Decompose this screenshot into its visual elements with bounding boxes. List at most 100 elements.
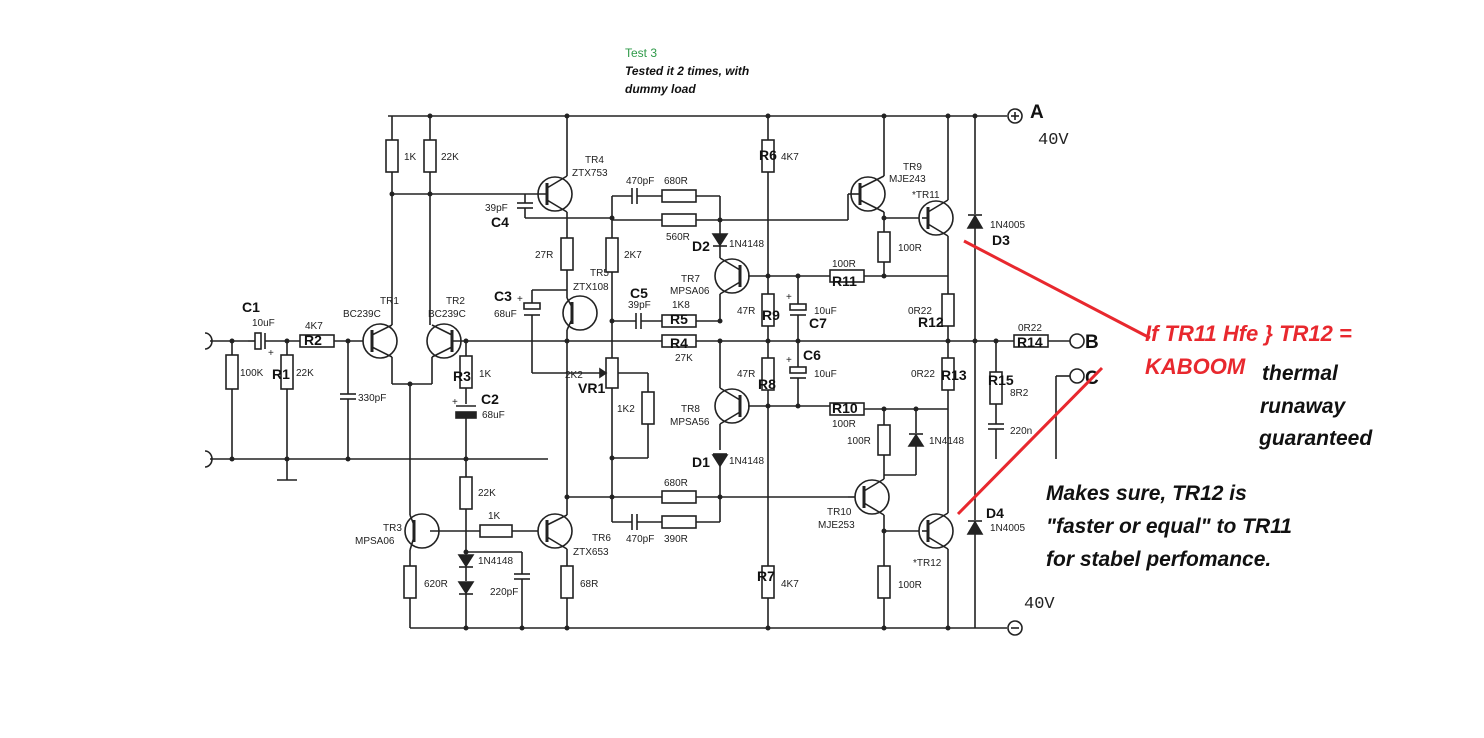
r4: R4 27K	[548, 334, 948, 364]
tr1: TR1 BC239C	[343, 296, 399, 384]
d4-ref: D4	[986, 505, 1004, 521]
c330-value: 330pF	[358, 393, 386, 404]
tr7: TR7 MPSA06	[670, 257, 768, 321]
svg-text:+: +	[268, 348, 274, 359]
r100-tr10-value: 100R	[847, 436, 871, 447]
tr4-ref: TR4	[585, 155, 604, 166]
input-jack	[204, 332, 248, 468]
annotation-arrows	[956, 239, 1151, 516]
r560-value: 560R	[666, 232, 690, 243]
r1: R1 22K	[272, 341, 314, 481]
tr5-part: ZTX108	[573, 282, 609, 293]
tr3-ref: TR3	[383, 523, 402, 534]
d2-ref: D2	[692, 238, 710, 254]
r22k-top: 22K	[392, 116, 525, 325]
thermal-line2: runaway	[1260, 395, 1347, 418]
c1-value: 10uF	[252, 318, 275, 329]
c6-ref: C6	[803, 347, 821, 363]
r10-ref: R10	[832, 400, 858, 416]
r8-value: 47R	[737, 369, 755, 380]
r1k-top-value: 1K	[404, 152, 417, 163]
makes-line3: for stabel perfomance.	[1046, 548, 1271, 571]
tr2-ref: TR2	[446, 296, 465, 307]
tr10-ref: TR10	[827, 507, 852, 518]
c4: 39pF C4	[485, 194, 567, 230]
r100-tr12-value: 100R	[898, 580, 922, 591]
r12-ref: R12	[918, 314, 944, 330]
tr4-part: ZTX753	[572, 168, 608, 179]
d3-part: 1N4005	[990, 220, 1025, 231]
r6-value: 4K7	[781, 152, 799, 163]
warning-line1: If TR11 Hfe } TR12 =	[1145, 321, 1352, 346]
r2k7-value: 2K7	[624, 250, 642, 261]
c6-value: 10uF	[814, 369, 837, 380]
tr5-ref: TR5	[590, 268, 609, 279]
tr2-part: BC239C	[428, 309, 466, 320]
rails	[210, 115, 1007, 629]
r12-value: 0R22	[908, 306, 932, 317]
warning-line2: KABOOM	[1145, 354, 1246, 379]
junction-dots	[229, 113, 999, 631]
r390-value: 390R	[664, 534, 688, 545]
c7: C7 10uF +	[768, 275, 837, 341]
tr10-part: MJE253	[818, 520, 855, 531]
tr9-ref: TR9	[903, 162, 922, 173]
terminal-b-label: B	[1085, 332, 1099, 353]
plus-supply-label: 40V	[1038, 131, 1069, 150]
c330: 330pF	[340, 341, 386, 459]
r5: R5 1K8	[661, 300, 720, 328]
c1-ref: C1	[242, 299, 260, 315]
svg-text:+: +	[452, 397, 458, 408]
r11-ref: R11	[832, 273, 857, 289]
tr11: *TR11	[912, 116, 954, 294]
d2-part: 1N4148	[729, 239, 764, 250]
minus-supply-label: 40V	[1024, 595, 1055, 614]
r2k7: 2K7	[605, 218, 642, 358]
thermal-line3: guaranteed	[1258, 427, 1373, 450]
c5-ref: C5	[630, 285, 648, 301]
c4-value: 39pF	[485, 203, 508, 214]
tr8-ref: TR8	[681, 404, 700, 415]
c470a-value: 470pF	[626, 176, 654, 187]
r10: R10 100R	[829, 400, 948, 430]
r8-ref: R8	[758, 376, 776, 392]
c220n-value: 220n	[1010, 426, 1032, 437]
r22k-low-value: 22K	[478, 488, 496, 499]
r100-tr9-value: 100R	[898, 243, 922, 254]
r27: 27R	[535, 237, 574, 298]
c5: C5 39pF	[612, 285, 662, 329]
c470b-value: 470pF	[626, 534, 654, 545]
r6-ref: R6	[759, 147, 777, 163]
d-bias-part: 1N4148	[929, 436, 964, 447]
tested-note-line1: Tested it 2 times, with	[625, 64, 749, 78]
r10-value: 100R	[832, 419, 856, 430]
tr4: TR4 ZTX753	[525, 116, 612, 238]
tr10-bias: 100R 1N4148	[847, 409, 964, 476]
d1-ref: D1	[692, 454, 710, 470]
tr11-ref: *TR11	[912, 190, 940, 201]
r14: R14 0R22	[948, 323, 1070, 350]
r9-ref: R9	[762, 307, 780, 323]
vr1-value: 2K2	[565, 370, 583, 381]
d1: D1 1N4148	[692, 453, 764, 522]
c7-value: 10uF	[814, 306, 837, 317]
c7-ref: C7	[809, 315, 827, 331]
r680b-value: 680R	[664, 478, 688, 489]
thermal-line1: thermal	[1262, 362, 1339, 385]
r100k: 100K	[225, 341, 264, 459]
r1k-low-value: 1K	[488, 511, 501, 522]
r3: R3 1K	[453, 341, 492, 404]
r9-value: 47R	[737, 306, 755, 317]
terminal-a: A 40V	[1007, 102, 1069, 150]
c220p-value: 220pF	[490, 587, 518, 598]
tr1-part: BC239C	[343, 309, 381, 320]
r100k-value: 100K	[240, 368, 264, 379]
r15-value: 8R2	[1010, 388, 1029, 399]
r13: 0R22 R13	[911, 357, 967, 501]
r15: R15 8R2 220n	[988, 341, 1032, 459]
tr6-part: ZTX653	[573, 547, 609, 558]
c3: C3 68uF +	[494, 288, 600, 374]
c2-ref: C2	[481, 391, 499, 407]
r4-value: 27K	[675, 353, 693, 364]
